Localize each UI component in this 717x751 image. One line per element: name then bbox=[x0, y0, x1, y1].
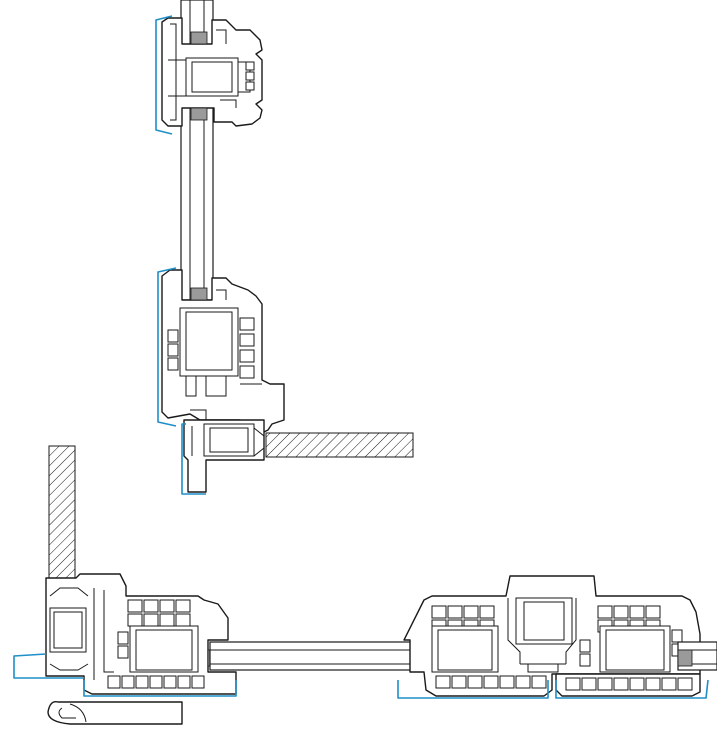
frame-profile bbox=[181, 419, 265, 495]
left-frame-profile bbox=[13, 573, 237, 725]
wall-post bbox=[48, 445, 76, 591]
sill-board bbox=[265, 432, 414, 458]
glass-pane-horizontal-left bbox=[209, 641, 425, 671]
upper-sash-profile bbox=[155, 15, 263, 135]
horizontal-section bbox=[13, 445, 717, 725]
middle-mullion bbox=[397, 575, 709, 699]
right-frame-profile bbox=[677, 641, 717, 671]
vertical-section bbox=[155, 0, 414, 495]
lower-sash-profile bbox=[157, 267, 285, 435]
